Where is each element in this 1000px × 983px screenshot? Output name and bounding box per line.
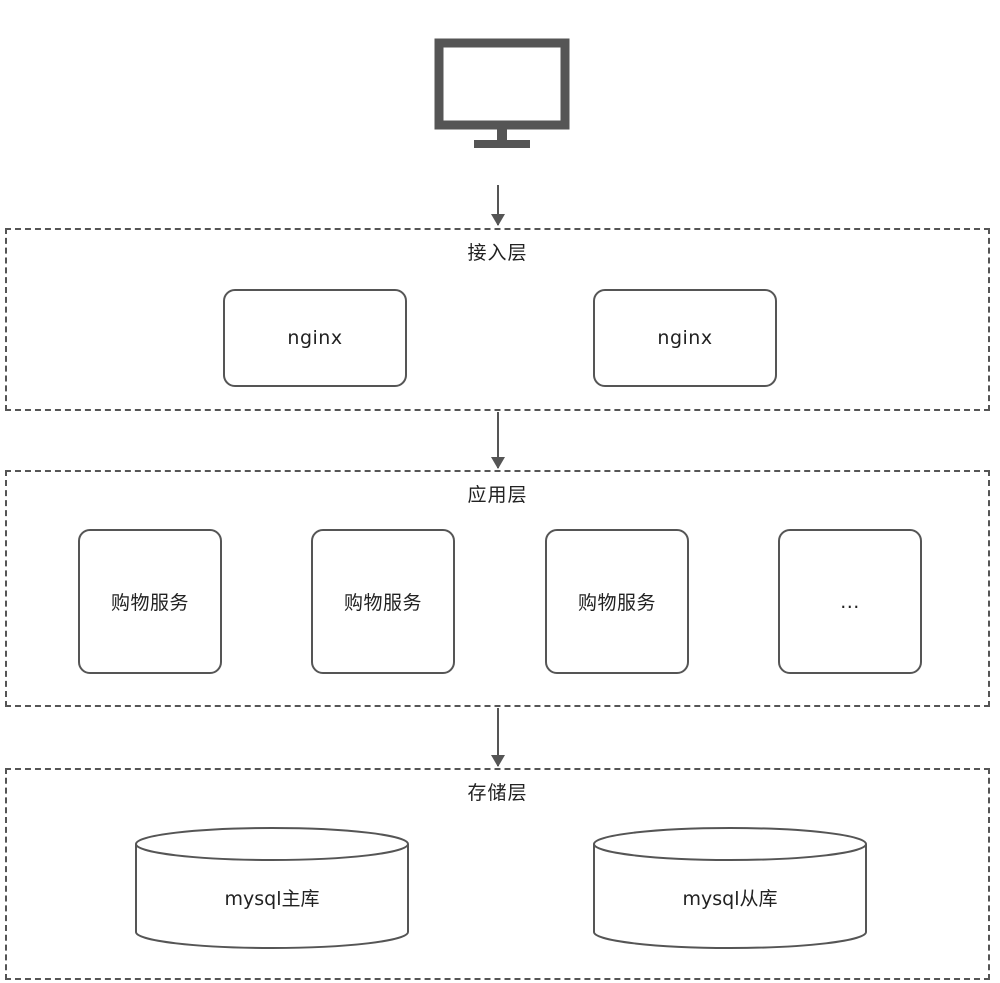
shopping-service-node-1: 购物服务 — [78, 529, 222, 674]
service-node-label: 购物服务 — [343, 592, 422, 614]
service-node-label: 购物服务 — [577, 592, 656, 614]
mysql-slave-label: mysql从库 — [682, 888, 778, 910]
more-services-node: ... — [778, 529, 922, 674]
mysql-slave-db: mysql从库 — [592, 826, 868, 950]
arrow-access-to-app — [491, 412, 505, 469]
nginx-node-2: nginx — [593, 289, 777, 387]
shopping-service-node-3: 购物服务 — [545, 529, 689, 674]
nginx-node-label: nginx — [287, 327, 343, 349]
service-node-label: 购物服务 — [110, 592, 189, 614]
shopping-service-node-2: 购物服务 — [311, 529, 455, 674]
storage-layer-title: 存储层 — [467, 782, 528, 804]
database-icon — [593, 827, 867, 949]
client-monitor-icon — [434, 38, 570, 152]
nginx-node-1: nginx — [223, 289, 407, 387]
arrow-app-to-storage — [491, 708, 505, 767]
nginx-node-label: nginx — [657, 327, 713, 349]
app-layer: 应用层 购物服务 购物服务 购物服务 ... — [5, 470, 990, 707]
mysql-master-db: mysql主库 — [134, 826, 410, 950]
access-layer-title: 接入层 — [467, 242, 528, 264]
database-icon — [135, 827, 409, 949]
access-layer: 接入层 nginx nginx — [5, 228, 990, 411]
more-services-label: ... — [840, 590, 860, 613]
mysql-master-label: mysql主库 — [224, 888, 320, 910]
app-layer-title: 应用层 — [467, 484, 528, 506]
arrow-client-to-access — [491, 185, 505, 226]
storage-layer: 存储层 mysql主库 mysql从库 — [5, 768, 990, 980]
